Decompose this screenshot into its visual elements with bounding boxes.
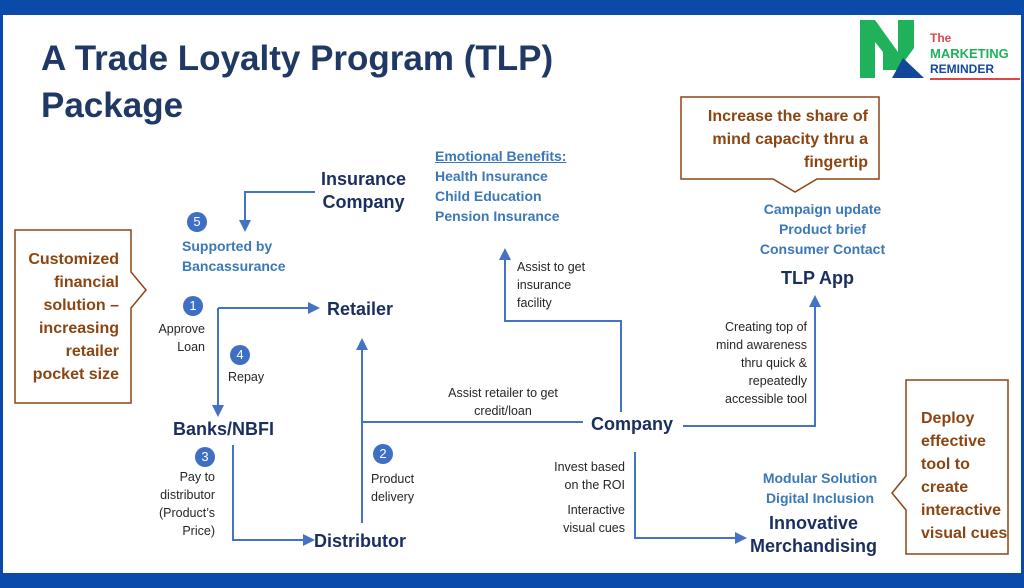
- title-line-2: Package: [41, 86, 184, 125]
- logo-reminder: REMINDER: [930, 62, 995, 76]
- interactive-label: Interactive visual cues: [563, 503, 625, 535]
- node-company: Company: [591, 414, 674, 434]
- edge-banks-to-distributor: [232, 445, 315, 546]
- brand-logo: The MARKETING REMINDER: [858, 18, 1020, 84]
- callout-mind-share-box: [680, 96, 880, 193]
- edge-insurance-to-bancassurance: [239, 191, 315, 232]
- benefit-item: Child Education: [435, 188, 542, 204]
- top-of-mind-label: Creating top of mind awareness thru quic…: [715, 320, 807, 406]
- emotional-benefits-heading: Emotional Benefits:: [435, 148, 567, 164]
- merch-features: Modular Solution Digital Inclusion: [762, 470, 878, 506]
- page-title: A Trade Loyalty Program (TLP) Package: [41, 35, 553, 129]
- callout-financial-box: [14, 229, 147, 404]
- logo-the: The: [930, 31, 952, 45]
- node-tlp-app: TLP App: [781, 268, 854, 288]
- edge-company-to-insurance: [499, 248, 622, 412]
- credit-loan-label: Assist retailer to get credit/loan: [448, 386, 558, 418]
- benefit-item: Health Insurance: [435, 168, 548, 184]
- bancassurance-label: Supported by Bancassurance: [182, 238, 286, 274]
- connector-lines: [212, 191, 821, 546]
- node-retailer: Retailer: [327, 299, 394, 319]
- callout-mind-share: Increase the share of mind capacity thru…: [707, 108, 868, 171]
- step-2-label: Product delivery: [371, 472, 415, 504]
- node-innovative-merchandising: Innovative Merchandising: [750, 513, 878, 556]
- node-banks-nbfi: Banks/NBFI: [173, 419, 275, 439]
- slide: A Trade Loyalty Program (TLP) Package Th…: [3, 15, 1021, 573]
- step-3-label: Pay to distributor (Product’s Price): [158, 470, 215, 538]
- emotional-benefits: Emotional Benefits: Health Insurance Chi…: [435, 146, 566, 226]
- invest-label: Invest based on the ROI: [554, 460, 625, 492]
- title-line-1: A Trade Loyalty Program (TLP): [41, 39, 554, 78]
- node-insurance-company: Insurance Company: [321, 169, 407, 212]
- edge-company-to-app: [683, 295, 821, 427]
- app-features: Campaign update Product brief Consumer C…: [759, 201, 886, 257]
- logo-underline: [930, 78, 1020, 80]
- callout-deploy-box: [891, 379, 1009, 555]
- m-logo-icon: [860, 20, 924, 78]
- callout-deploy: Deploy effective tool to create interact…: [921, 410, 1008, 542]
- node-distributor: Distributor: [314, 531, 406, 551]
- step-badge-3: 3: [195, 447, 215, 467]
- step-1-label: Approve Loan: [158, 322, 205, 354]
- step-4-label: Repay: [228, 370, 265, 384]
- benefit-item: Pension Insurance: [435, 208, 560, 224]
- edge-company-to-merch: [634, 452, 747, 544]
- insurance-facility-label: Assist to get insurance facility: [517, 260, 586, 310]
- step-badge-1: 1: [183, 296, 203, 316]
- step-badge-5: 5: [187, 212, 207, 232]
- logo-marketing: MARKETING: [930, 46, 1009, 61]
- step-badge-4: 4: [230, 345, 250, 365]
- step-badge-2: 2: [373, 444, 393, 464]
- callout-financial: Customized financial solution – increasi…: [28, 251, 119, 383]
